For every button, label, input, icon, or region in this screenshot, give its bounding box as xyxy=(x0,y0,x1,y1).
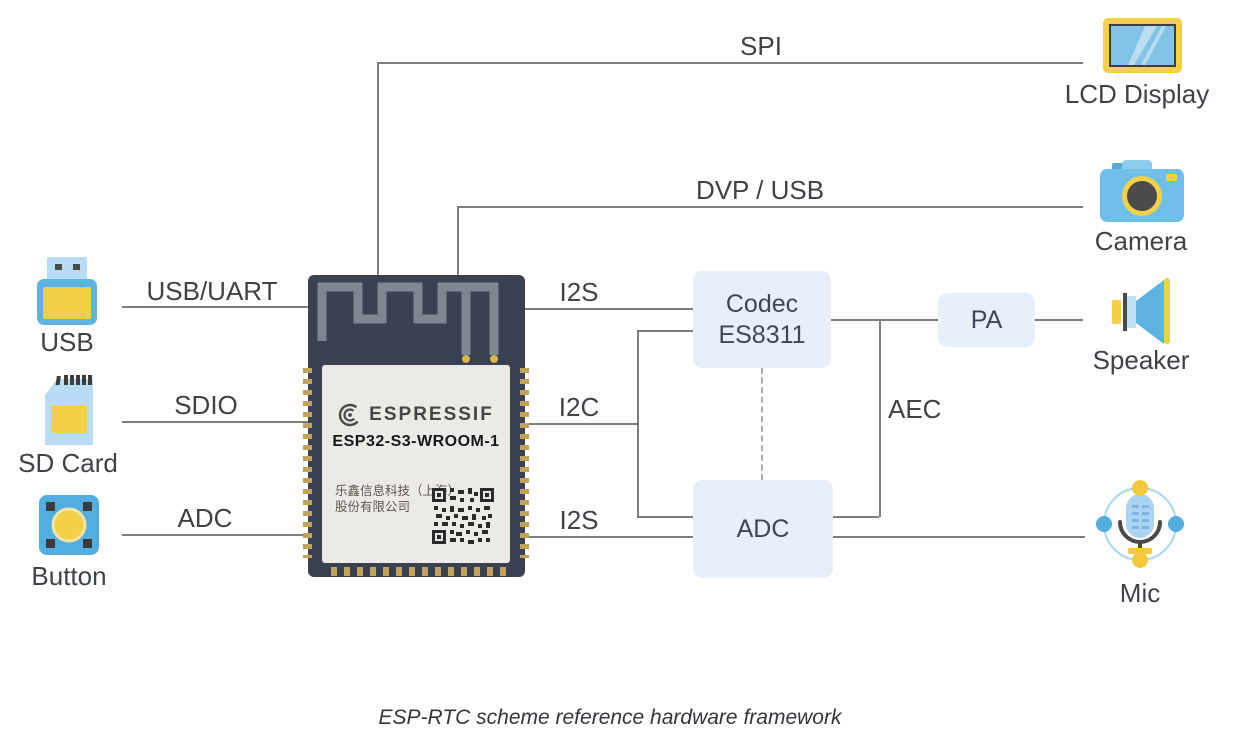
codec-block: Codec ES8311 xyxy=(693,271,831,368)
module-company-text: 乐鑫信息科技（上海） 股份有限公司 xyxy=(335,484,461,514)
bus-label-sdio: SDIO xyxy=(174,390,238,420)
espressif-wordmark: ESPRESSIF xyxy=(369,404,494,425)
bus-label-i2c: I2C xyxy=(558,392,600,422)
line-adc-left xyxy=(122,534,308,536)
codec-block-line2: ES8311 xyxy=(718,320,806,349)
bus-label-usb-uart: USB/UART xyxy=(146,276,278,306)
lcd-display-label: LCD Display xyxy=(1064,79,1210,109)
line-codec-adc-dashed xyxy=(761,368,763,480)
line-i2c-branch-bottom xyxy=(637,516,693,518)
line-i2s-codec xyxy=(525,308,693,310)
line-i2c-branch-vertical xyxy=(637,330,639,517)
line-dvp-vertical xyxy=(457,206,459,275)
module-pins-right xyxy=(520,368,529,558)
line-dvp-horizontal xyxy=(457,206,1083,208)
bus-label-i2s-adc: I2S xyxy=(559,505,599,535)
module-pins-left xyxy=(303,368,312,558)
line-i2s-adc-left xyxy=(525,536,693,538)
line-aec-vertical xyxy=(879,319,881,517)
bus-label-spi: SPI xyxy=(740,31,782,61)
antenna-trace-icon xyxy=(317,282,499,363)
line-adc-to-mic xyxy=(833,536,1085,538)
bus-label-i2s-codec: I2S xyxy=(559,277,599,307)
line-usb-uart xyxy=(122,306,308,308)
mic-label: Mic xyxy=(1119,578,1161,608)
pa-block-label: PA xyxy=(970,305,1003,334)
usb-label: USB xyxy=(40,327,94,357)
bus-label-dvp-usb: DVP / USB xyxy=(695,175,825,205)
adc-block-label: ADC xyxy=(736,514,790,543)
qr-code-icon xyxy=(432,488,494,544)
espressif-swirl-icon xyxy=(339,403,359,427)
mic-icon xyxy=(1096,480,1184,568)
button-label: Button xyxy=(31,561,107,591)
camera-icon xyxy=(1100,160,1184,222)
usb-icon xyxy=(37,257,97,325)
line-spi-vertical xyxy=(377,62,379,275)
line-i2c-branch-top xyxy=(637,330,693,332)
line-codec-to-pa xyxy=(831,319,938,321)
camera-label: Camera xyxy=(1094,226,1188,256)
line-i2c xyxy=(525,423,637,425)
line-aec-bottom xyxy=(833,516,879,518)
adc-block: ADC xyxy=(693,480,833,578)
sd-card-icon xyxy=(45,375,93,445)
codec-block-line1: Codec xyxy=(725,290,799,318)
module-model-name: ESP32-S3-WROOM-1 xyxy=(332,433,500,450)
speaker-label: Speaker xyxy=(1092,345,1190,375)
bus-label-aec: AEC xyxy=(888,394,942,424)
bus-label-adc: ADC xyxy=(177,503,233,533)
lcd-display-icon xyxy=(1103,18,1182,73)
espressif-logo: ESPRESSIF xyxy=(322,403,510,427)
line-pa-to-speaker xyxy=(1035,319,1083,321)
sd-card-label: SD Card xyxy=(18,448,118,478)
line-sdio xyxy=(122,421,308,423)
module-pins-bottom xyxy=(331,567,507,576)
line-spi-horizontal xyxy=(377,62,1083,64)
speaker-icon xyxy=(1112,278,1170,344)
esp32-module: ESPRESSIF ESP32-S3-WROOM-1 乐鑫信息科技（上海） 股份… xyxy=(308,275,525,577)
button-icon xyxy=(39,495,99,555)
module-label-area: ESPRESSIF ESP32-S3-WROOM-1 乐鑫信息科技（上海） 股份… xyxy=(322,365,510,563)
pa-block: PA xyxy=(938,293,1035,347)
diagram-caption: ESP-RTC scheme reference hardware framew… xyxy=(378,706,842,729)
